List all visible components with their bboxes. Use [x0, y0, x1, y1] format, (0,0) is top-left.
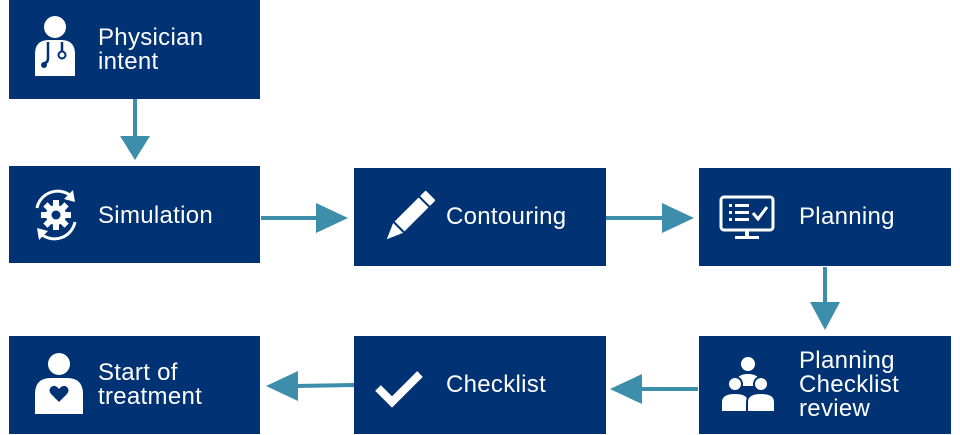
node-label: Simulation: [98, 202, 214, 229]
node-label: Checklist: [446, 371, 547, 398]
arrowhead-right: [316, 203, 348, 233]
node-label: Contouring: [446, 203, 567, 230]
arrowhead-left: [266, 371, 298, 401]
node-label: Planning Checklist review: [799, 347, 900, 422]
physician-icon: [31, 14, 79, 76]
arrowhead-down: [120, 136, 150, 160]
node-planning-checklist-review: Planning Checklist review: [699, 336, 951, 434]
node-planning: Planning: [699, 168, 951, 266]
arrowhead-right: [662, 203, 694, 233]
node-label: Physician intent: [98, 24, 204, 75]
team-icon: [719, 356, 777, 414]
patient-heart-icon: [33, 352, 85, 414]
node-start-of-treatment: Start of treatment: [9, 336, 260, 434]
edge-checklist-to-start: [295, 383, 355, 388]
node-physician-intent: Physician intent: [9, 0, 260, 99]
monitor-checklist-icon: [719, 195, 775, 241]
gear-cycle-icon: [27, 186, 85, 244]
checkmark-icon: [374, 368, 424, 408]
node-simulation: Simulation: [9, 166, 260, 263]
node-label: Planning: [799, 203, 895, 230]
pencil-icon: [380, 190, 436, 246]
arrowhead-down: [810, 302, 840, 330]
node-checklist: Checklist: [354, 336, 606, 434]
node-contouring: Contouring: [354, 168, 606, 266]
arrowhead-left: [610, 374, 642, 404]
node-label: Start of treatment: [98, 359, 203, 410]
